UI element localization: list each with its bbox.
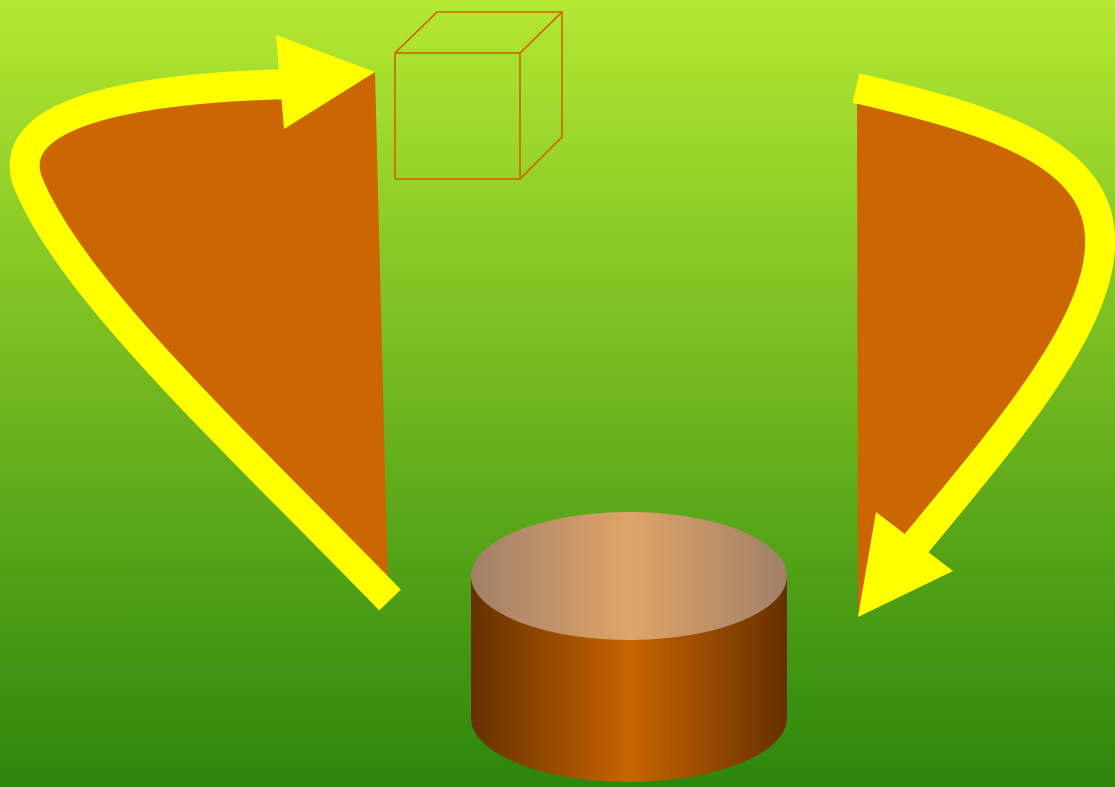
left-arrowhead-icon bbox=[276, 35, 375, 129]
left-curved-arrow bbox=[9, 69, 401, 611]
right-arrowhead-icon bbox=[858, 512, 953, 617]
right-curved-arrow bbox=[852, 73, 1115, 555]
right-wedge bbox=[857, 88, 1091, 612]
left-wedge bbox=[33, 72, 389, 590]
cylinder bbox=[471, 512, 787, 782]
cylinder-top bbox=[471, 512, 787, 640]
wireframe-cube bbox=[394, 11, 564, 180]
